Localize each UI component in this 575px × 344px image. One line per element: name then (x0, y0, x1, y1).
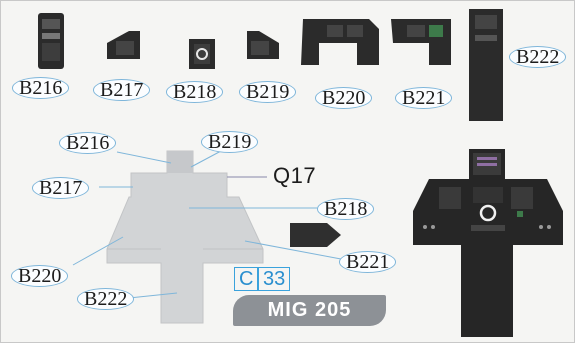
label-b217-diagram: B217 (32, 177, 90, 199)
decal-b221 (391, 19, 451, 65)
label-b216-diagram: B216 (59, 132, 117, 154)
label-b219-diagram: B219 (201, 131, 259, 153)
panel-diagram (106, 150, 264, 324)
label-b220-top: B220 (315, 87, 373, 109)
decal-b217 (107, 31, 140, 59)
decal-b222 (469, 9, 503, 121)
decal-b216 (38, 13, 64, 69)
label-b222-top: B222 (509, 46, 567, 68)
label-b219-top: B219 (239, 81, 297, 103)
step-letter: C (239, 268, 254, 290)
leader-lines (72, 150, 342, 299)
label-b218-diagram: B218 (317, 198, 375, 220)
label-b217-top: B217 (93, 79, 151, 101)
label-b221-top: B221 (395, 87, 453, 109)
label-b221-diagram: B221 (339, 251, 397, 273)
assembled-panel (413, 149, 563, 337)
label-b222-diagram: B222 (77, 288, 135, 310)
decal-b218 (189, 39, 215, 69)
label-b218-top: B218 (166, 81, 224, 103)
decal-b219 (247, 31, 279, 59)
decal-b220 (301, 19, 379, 65)
arrow-icon (290, 223, 341, 247)
step-divider (257, 268, 259, 290)
label-b220-diagram: B220 (11, 265, 69, 287)
step-number: 33 (262, 268, 286, 290)
model-badge: MIG 205 (233, 295, 386, 326)
part-code-q17: Q17 (273, 163, 317, 188)
step-number-box: C 33 (234, 267, 291, 291)
label-b216-top: B216 (12, 77, 70, 99)
